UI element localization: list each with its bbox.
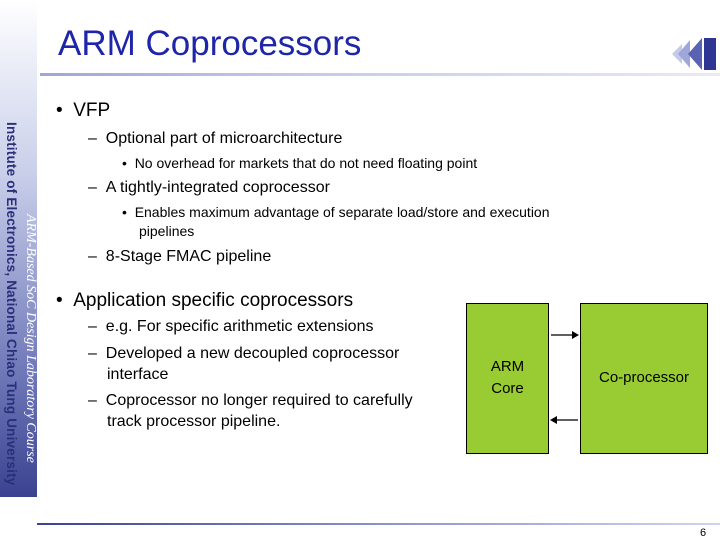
vfp-sub1: – Optional part of microarchitecture xyxy=(88,130,343,147)
coprocessor-label: Co-processor xyxy=(598,369,690,386)
vfp-sub2: – A tightly-integrated coprocessor xyxy=(88,179,330,196)
app-sub2-line1: Developed a new decoupled coprocessor xyxy=(105,345,400,362)
arm-core-box: ARM Core xyxy=(466,303,549,454)
sidebar-gradient-bar xyxy=(0,0,37,497)
diagram-connectors xyxy=(550,331,579,424)
app-sub3: – Coprocessor no longer required to care… xyxy=(88,392,413,409)
arm-core-label-line1: ARM xyxy=(490,358,525,375)
bullet-app-label: Application specific coprocessors xyxy=(73,290,354,311)
vfp-sub3-label: 8-Stage FMAC pipeline xyxy=(105,248,272,265)
bullet-vfp: • VFP xyxy=(56,100,111,121)
app-sub3-line2: track processor pipeline. xyxy=(107,413,281,430)
sidebar-course-text: ARM-Based SoC Design Laboratory Course xyxy=(23,214,38,463)
app-sub1: – e.g. For specific arithmetic extension… xyxy=(88,318,374,335)
sidebar-institution-text: Institute of Electronics, National Chiao… xyxy=(4,122,19,486)
app-sub1-label: e.g. For specific arithmetic extensions xyxy=(105,318,374,335)
app-sub3-line1: Coprocessor no longer required to carefu… xyxy=(105,392,413,409)
arm-core-label-line2: Core xyxy=(491,380,524,397)
footer-divider xyxy=(37,523,720,525)
slide-title: ARM Coprocessors xyxy=(58,24,362,63)
vfp-sub2-detail: • Enables maximum advantage of separate … xyxy=(122,204,550,220)
vfp-sub3: – 8-Stage FMAC pipeline xyxy=(88,248,272,265)
vfp-sub1-detail: • No overhead for markets that do not ne… xyxy=(122,155,478,171)
sidebar-course: ARM-Based SoC Design Laboratory Course xyxy=(20,214,38,497)
arrow-to-coprocessor xyxy=(551,331,579,339)
vfp-sub1-detail-label: No overhead for markets that do not need… xyxy=(134,155,478,171)
back-navigation-icon[interactable] xyxy=(668,36,720,72)
vfp-sub2-detail-line2: pipelines xyxy=(139,223,195,239)
app-sub2-line2: interface xyxy=(107,366,169,383)
app-sub2: – Developed a new decoupled coprocessor xyxy=(88,345,400,362)
vfp-sub1-label: Optional part of microarchitecture xyxy=(105,130,343,147)
bullet-app-specific: • Application specific coprocessors xyxy=(56,290,354,311)
sidebar-institution: Institute of Electronics, National Chiao… xyxy=(1,122,19,497)
title-divider xyxy=(40,73,720,76)
vfp-sub2-detail-line1: Enables maximum advantage of separate lo… xyxy=(134,204,550,220)
arrow-to-arm-core xyxy=(550,416,578,424)
vfp-sub2-label: A tightly-integrated coprocessor xyxy=(105,179,330,196)
bullet-vfp-label: VFP xyxy=(73,100,111,121)
coprocessor-box: Co-processor xyxy=(580,303,708,454)
page-number: 6 xyxy=(700,527,707,539)
